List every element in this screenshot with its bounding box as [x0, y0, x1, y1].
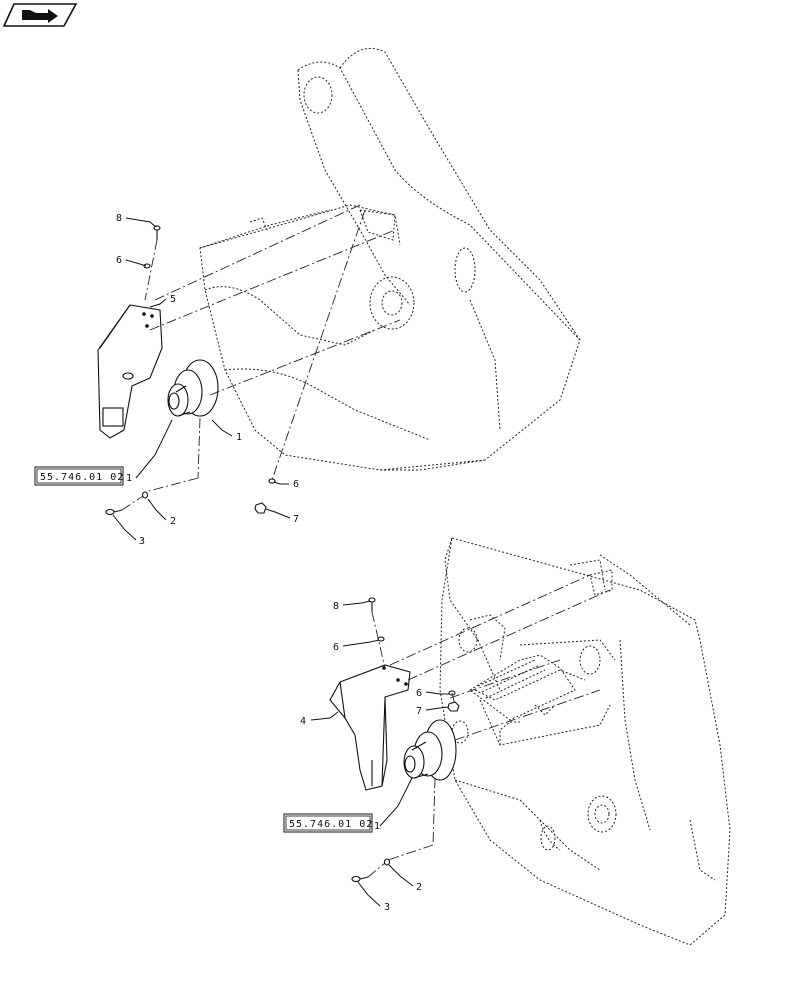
callout-1: 1 — [236, 432, 242, 443]
callout-3: 3 — [139, 536, 145, 547]
callout-8: 8 — [116, 213, 122, 224]
lower-washer-2 — [383, 858, 391, 866]
callout-6: 6 — [416, 688, 422, 699]
lower-leaders — [310, 600, 449, 907]
lower-screw-3 — [351, 875, 369, 883]
lower-loader-frame — [439, 537, 731, 946]
upper-centerlines — [121, 204, 401, 511]
upper-assembly: 8 6 5 1 1 2 3 6 7 55.746.01 02 — [34, 48, 581, 547]
lower-reference-label[interactable]: 55.746.01 02 — [283, 813, 373, 833]
lower-screw-8 — [368, 597, 376, 612]
callout-1: 1 — [126, 473, 132, 484]
callout-7: 7 — [293, 514, 299, 525]
lower-connector — [403, 719, 457, 781]
upper-washer-6 — [143, 263, 151, 269]
lower-nut-7 — [447, 701, 460, 712]
upper-bracket — [97, 304, 163, 439]
upper-screw-8 — [153, 225, 161, 240]
upper-callouts: 8 6 5 1 1 2 3 6 7 — [116, 213, 299, 547]
lower-bracket — [329, 664, 411, 791]
upper-screw-3 — [105, 508, 123, 516]
callout-3: 3 — [384, 902, 390, 913]
callout-6: 6 — [293, 479, 299, 490]
upper-connector — [167, 359, 219, 417]
lower-centerlines — [367, 574, 611, 878]
upper-nut-7 — [254, 502, 267, 514]
callout-6: 6 — [116, 255, 122, 266]
callout-6: 6 — [333, 642, 339, 653]
lower-assembly: 8 6 6 7 4 1 2 3 55.746.01 02 — [283, 537, 731, 946]
callout-7: 7 — [416, 706, 422, 717]
callout-5: 5 — [170, 294, 176, 305]
navigation-arrow-icon[interactable] — [2, 3, 78, 27]
upper-leaders — [112, 217, 291, 541]
reference-number: 55.746.01 02 — [40, 472, 124, 483]
callout-4: 4 — [300, 716, 306, 727]
lower-callouts: 8 6 6 7 4 1 2 3 — [300, 601, 422, 913]
upper-reference-label[interactable]: 55.746.01 02 — [34, 466, 124, 486]
reference-number: 55.746.01 02 — [289, 819, 373, 830]
callout-2: 2 — [416, 882, 422, 893]
upper-washer-2 — [141, 491, 149, 499]
callout-1: 1 — [374, 821, 380, 832]
callout-8: 8 — [333, 601, 339, 612]
callout-2: 2 — [170, 516, 176, 527]
upper-loader-arm — [199, 48, 581, 471]
